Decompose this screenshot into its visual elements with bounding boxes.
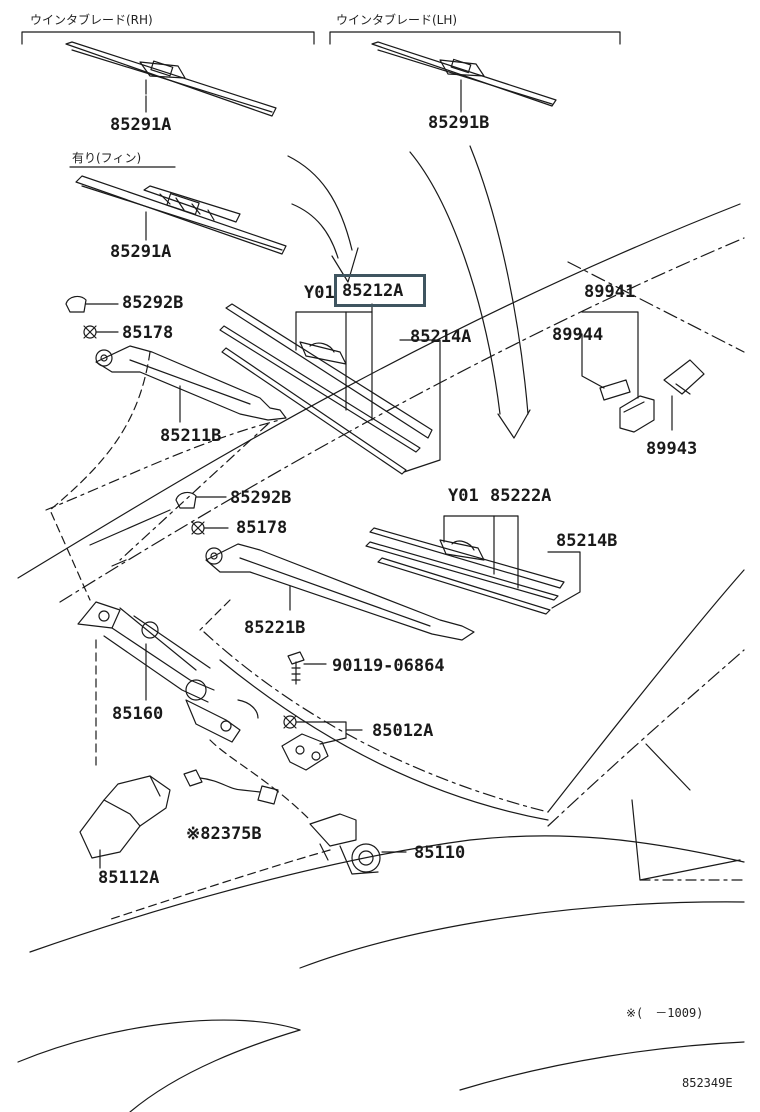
rh-bracket bbox=[21, 31, 315, 45]
part-label-85222A[interactable]: 85222A bbox=[490, 486, 552, 506]
wiper-arm-lh bbox=[205, 543, 475, 641]
blade-assembly-rh bbox=[219, 303, 433, 475]
bolt-90119 bbox=[287, 651, 327, 685]
part-label-85292B-2[interactable]: 85292B bbox=[230, 488, 292, 508]
winter-blade-lh bbox=[371, 41, 557, 107]
arrow-left bbox=[287, 155, 359, 283]
winter-blade-fin bbox=[75, 175, 287, 255]
part-label-85292B[interactable]: 85292B bbox=[122, 293, 184, 313]
windshield-outline bbox=[17, 203, 745, 1112]
highlight-box-85212A bbox=[334, 274, 426, 307]
blade-assembly-lh bbox=[365, 527, 565, 615]
wire-harness-82375B bbox=[183, 769, 279, 805]
part-label-85291B[interactable]: 85291B bbox=[428, 113, 490, 133]
lh-bracket bbox=[329, 31, 621, 45]
part-label-90119-06864[interactable]: 90119-06864 bbox=[332, 656, 445, 676]
wiper-arm-rh bbox=[95, 345, 287, 423]
part-label-85212A[interactable]: 85212A bbox=[342, 281, 404, 301]
header-with-fin: 有り(フィン) bbox=[72, 151, 142, 165]
diagram-code: 852349E bbox=[682, 1076, 733, 1090]
bracket-85112A bbox=[79, 775, 171, 869]
motor-85110 bbox=[309, 813, 407, 875]
header-lh-blade: ウインタブレード(LH) bbox=[336, 13, 458, 27]
header-rh-blade: ウインタブレード(RH) bbox=[30, 13, 153, 27]
part-label-85112A[interactable]: 85112A bbox=[98, 868, 160, 888]
nut-85178-2 bbox=[191, 521, 229, 535]
part-label-85012A[interactable]: 85012A bbox=[372, 721, 434, 741]
nut-85178-1 bbox=[83, 325, 119, 339]
part-label-89943[interactable]: 89943 bbox=[646, 439, 698, 459]
bracket-85012A bbox=[281, 715, 363, 771]
part-label-85214B[interactable]: 85214B bbox=[556, 531, 618, 551]
part-label-85178-2[interactable]: 85178 bbox=[236, 518, 288, 538]
part-label-y01-b[interactable]: Y01 bbox=[448, 486, 479, 506]
clip-89944 bbox=[581, 311, 639, 401]
part-label-85214A[interactable]: 85214A bbox=[410, 327, 472, 347]
cap-85292B-2 bbox=[175, 491, 227, 509]
winter-blade-rh bbox=[65, 41, 277, 117]
part-label-82375B[interactable]: ※82375B bbox=[186, 824, 262, 844]
part-label-y01-a[interactable]: Y01 bbox=[304, 283, 335, 303]
part-label-89944[interactable]: 89944 bbox=[552, 325, 604, 345]
part-label-85291A-fin[interactable]: 85291A bbox=[110, 242, 172, 262]
part-label-85110[interactable]: 85110 bbox=[414, 843, 466, 863]
cap-85292B-1 bbox=[65, 295, 119, 313]
part-label-85178[interactable]: 85178 bbox=[122, 323, 174, 343]
clip-89943 bbox=[619, 359, 705, 433]
arrow-right bbox=[409, 145, 531, 439]
part-label-89941[interactable]: 89941 bbox=[584, 282, 636, 302]
dashed-guides bbox=[49, 351, 331, 921]
production-note: ※( －1009) bbox=[626, 1006, 704, 1020]
part-label-85211B[interactable]: 85211B bbox=[160, 426, 222, 446]
part-label-85291A[interactable]: 85291A bbox=[110, 115, 172, 135]
part-label-85160[interactable]: 85160 bbox=[112, 704, 164, 724]
leaders-85222A bbox=[443, 515, 581, 609]
linkage-85160 bbox=[77, 601, 259, 743]
part-label-85221B[interactable]: 85221B bbox=[244, 618, 306, 638]
leaders-85212A bbox=[295, 303, 441, 473]
